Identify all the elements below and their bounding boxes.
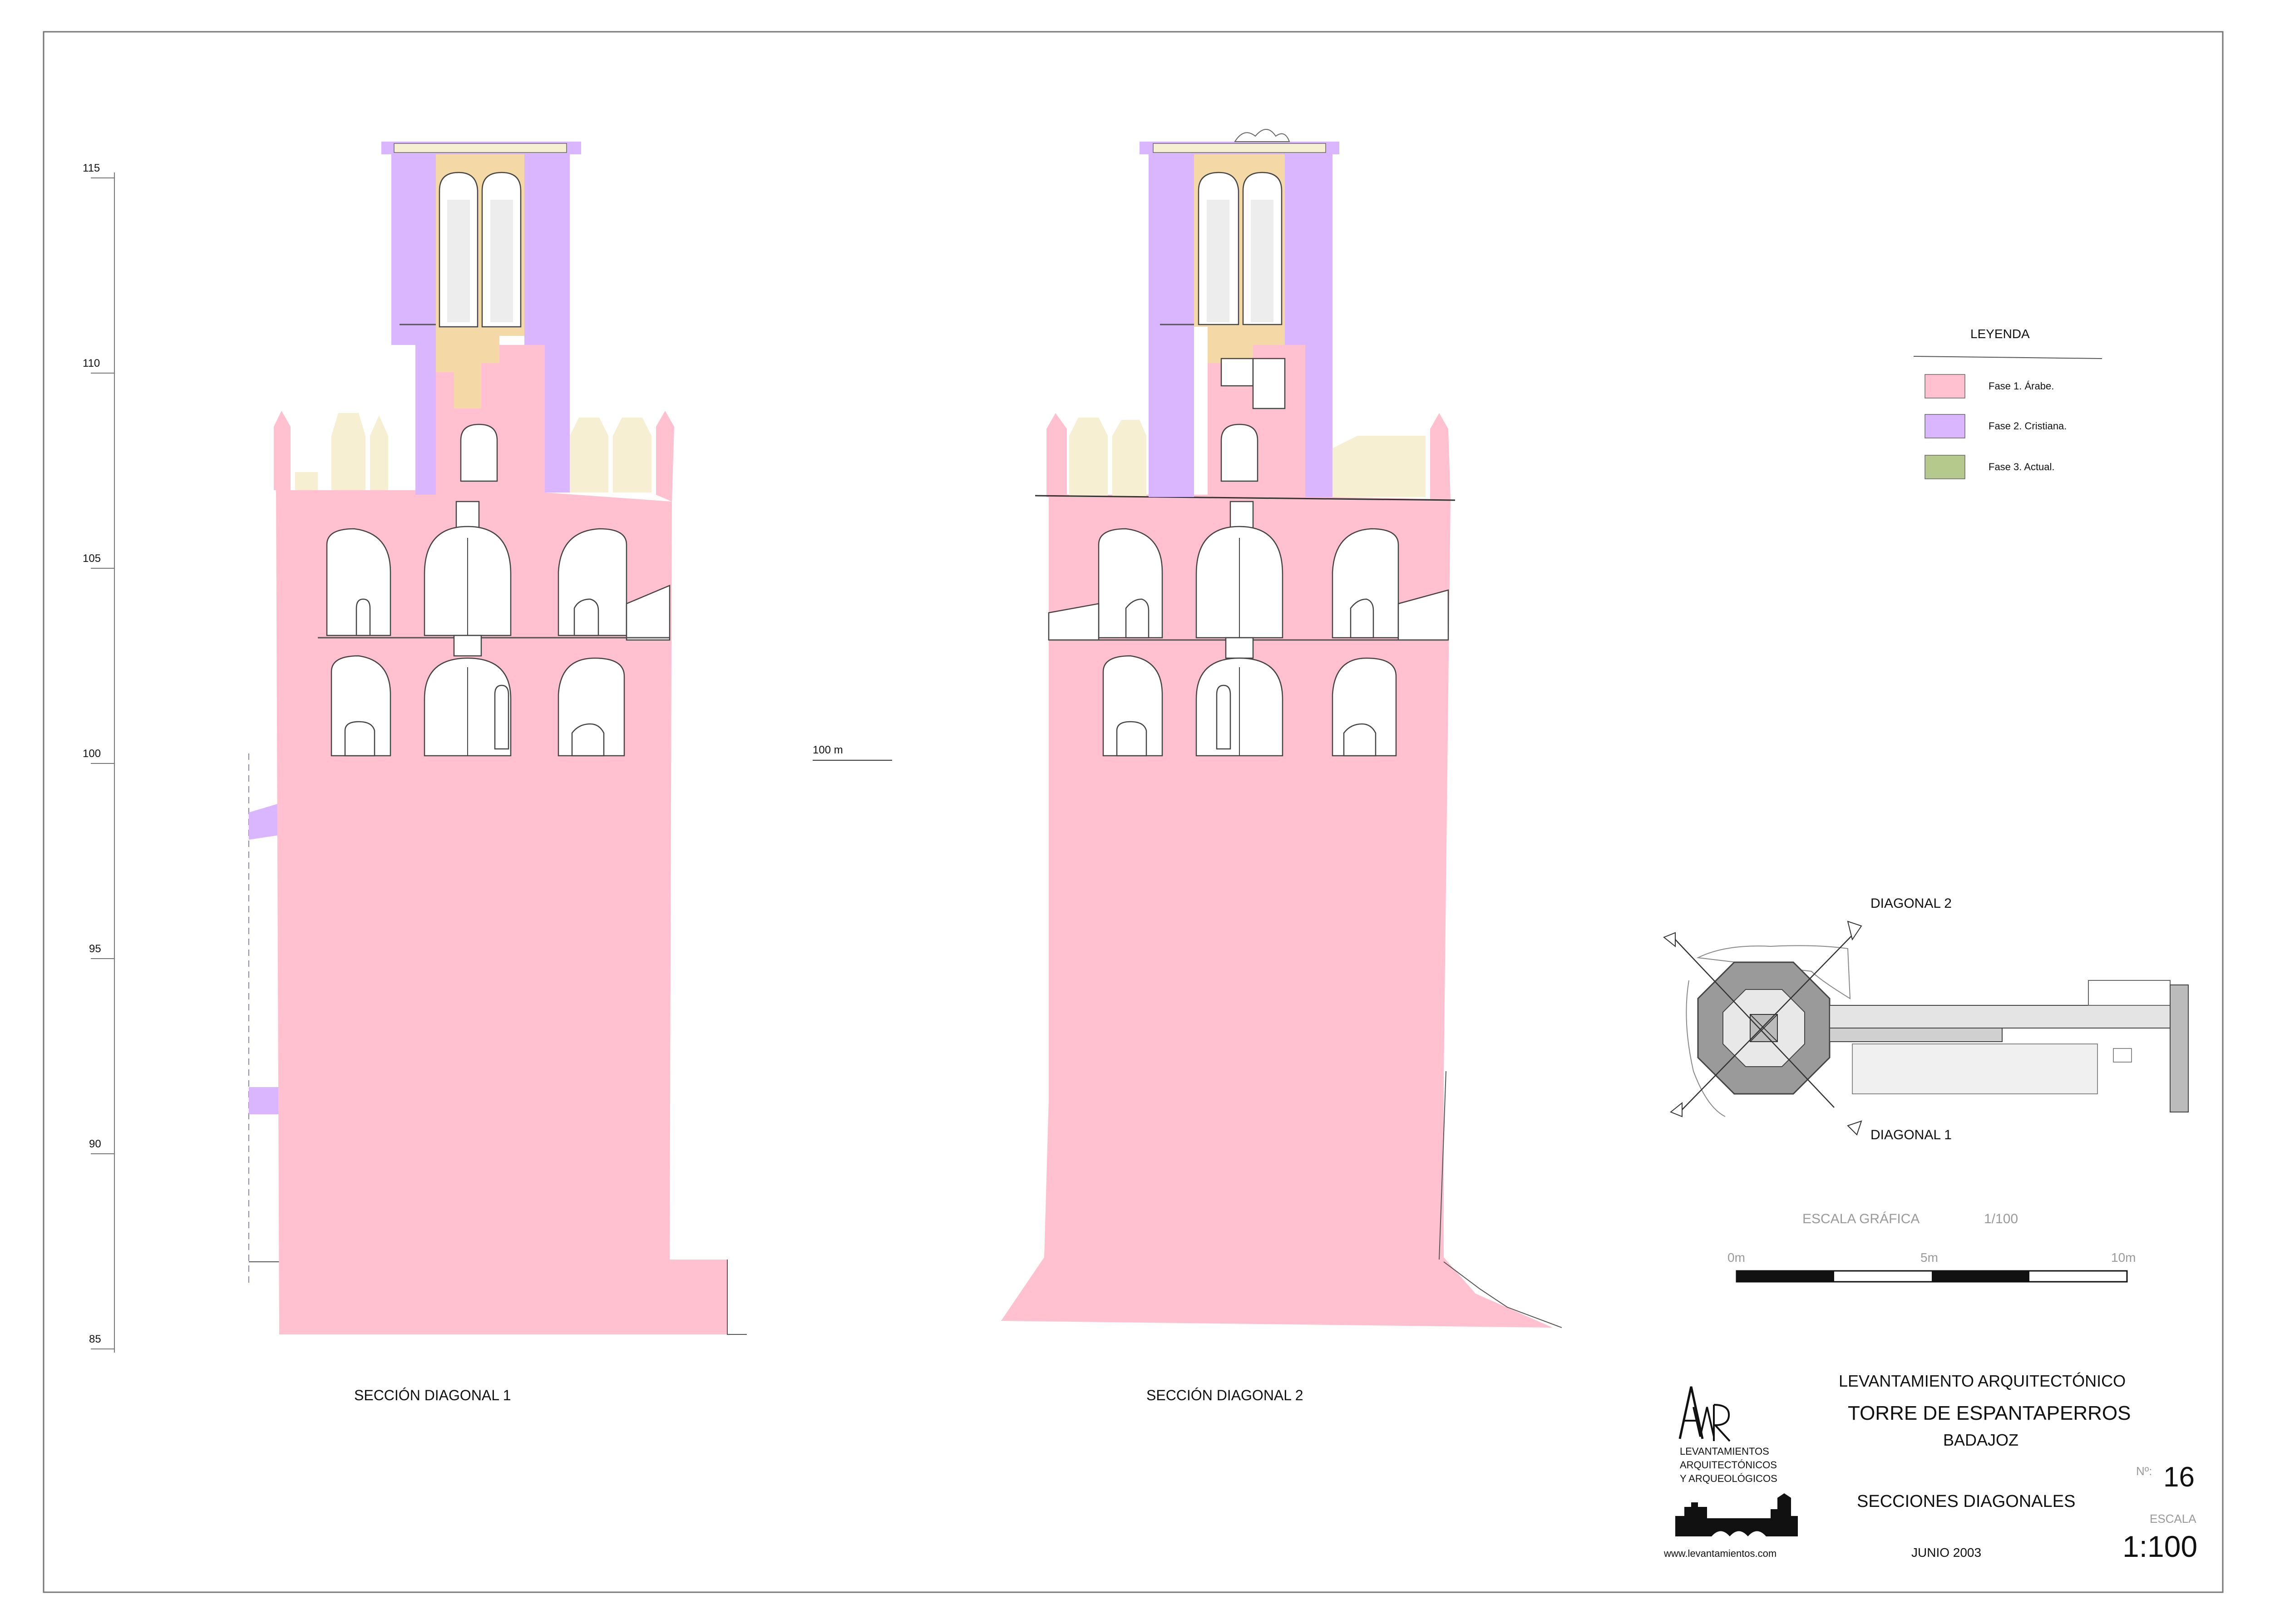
section-diagonal-1: SECCIÓN DIAGONAL 1 <box>248 142 747 1403</box>
graphic-scale-tick-5: 5m <box>1920 1250 1938 1265</box>
legend-swatch-phase1 <box>1925 374 1965 399</box>
key-plan: DIAGONAL 2 DIAGONAL 1 <box>1663 896 2189 1142</box>
firm-website[interactable]: www.levantamientos.com <box>1663 1548 1777 1559</box>
city-name: BADAJOZ <box>1943 1431 2018 1449</box>
graphic-scale-tick-0: 0m <box>1727 1250 1745 1265</box>
legend-title: LEYENDA <box>1970 327 2030 341</box>
firm-name-line1: LEVANTAMIENTOS <box>1680 1446 1769 1457</box>
legend-swatch-phase2 <box>1925 414 1965 438</box>
belfry-right-pier-phase2 <box>524 154 570 492</box>
datum-marker: 100 m <box>813 744 892 761</box>
firm-name-line2: ARQUITECTÓNICOS <box>1680 1459 1777 1471</box>
graphic-scale-ratio: 1/100 <box>1984 1211 2018 1226</box>
legend-label-phase2: Fase 2. Cristiana. <box>1989 420 2067 432</box>
diagonal-2-label: DIAGONAL 2 <box>1870 896 1952 911</box>
firm-logo <box>1678 1386 1731 1442</box>
elevation-scale: 115 110 105 100 95 90 85 <box>83 162 115 1353</box>
scale-label: ESCALA <box>2150 1512 2196 1526</box>
section-2-label: SECCIÓN DIAGONAL 2 <box>1146 1387 1303 1403</box>
sheet-title: SECCIONES DIAGONALES <box>1857 1492 2075 1511</box>
legend-label-phase1: Fase 1. Árabe. <box>1989 380 2054 392</box>
title-block: LEVANTAMIENTOS ARQUITECTÓNICOS Y ARQUEOL… <box>1663 1372 2197 1563</box>
elevation-label-90: 90 <box>89 1138 101 1150</box>
graphic-scale-tick-10: 10m <box>2111 1250 2136 1265</box>
elevation-label-115: 115 <box>83 162 100 174</box>
section-1-label: SECCIÓN DIAGONAL 1 <box>354 1387 511 1403</box>
elevation-label-110: 110 <box>83 357 100 369</box>
sheet-border <box>43 31 2224 1593</box>
firm-name-line3: Y ARQUEOLÓGICOS <box>1680 1473 1777 1484</box>
legend: LEYENDA Fase 1. Árabe. Fase 2. Cristiana… <box>1913 327 2102 479</box>
graphic-scale-title: ESCALA GRÁFICA <box>1802 1211 1920 1226</box>
building-name: TORRE DE ESPANTAPERROS <box>1848 1402 2131 1424</box>
elevation-label-95: 95 <box>89 943 101 955</box>
elevation-label-105: 105 <box>83 552 101 565</box>
elevation-label-100: 100 <box>83 748 101 760</box>
graphic-scale: ESCALA GRÁFICA 1/100 0m 5m 10m <box>1727 1211 2136 1283</box>
diagonal-1-label: DIAGONAL 1 <box>1870 1127 1952 1142</box>
belfry-right-pier-phase2-d2 <box>1285 154 1332 497</box>
project-type: LEVANTAMIENTO ARQUITECTÓNICO <box>1839 1372 2126 1390</box>
legend-label-phase3: Fase 3. Actual. <box>1989 461 2055 472</box>
legend-swatch-phase3 <box>1925 455 1965 479</box>
sheet-number-label: Nº: <box>2136 1464 2152 1478</box>
section-diagonal-2: SECCIÓN DIAGONAL 2 <box>1001 129 1562 1403</box>
datum-label: 100 m <box>813 744 843 756</box>
drawing-scale: 1:100 <box>2122 1530 2197 1563</box>
elevation-label-85: 85 <box>89 1333 101 1345</box>
castle-icon <box>1675 1493 1798 1536</box>
sheet-number: 16 <box>2163 1462 2195 1493</box>
drawing-date: JUNIO 2003 <box>1911 1545 1981 1560</box>
belfry-left-pier-phase2-d2 <box>1149 154 1194 497</box>
